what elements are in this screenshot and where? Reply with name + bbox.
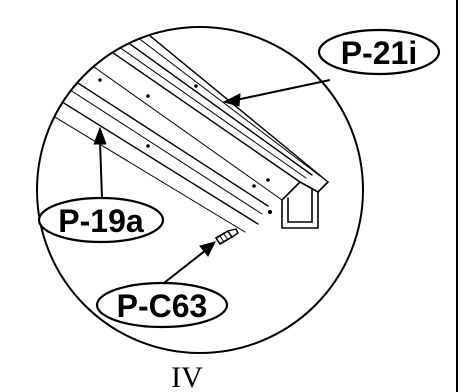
callout-p19a-label: P-19a [58, 203, 144, 239]
screw-pc63 [214, 228, 239, 246]
step-label: IV [171, 361, 203, 392]
leader-p21i [222, 79, 331, 107]
callout-p21i: P-21i [317, 28, 441, 76]
callout-pc63-label: P-C63 [117, 288, 208, 324]
callout-p21i-label: P-21i [341, 35, 417, 71]
channel-end-profile [267, 181, 329, 229]
leader-p19a [93, 126, 107, 199]
callout-p19a: P-19a [37, 196, 165, 244]
callout-pc63: P-C63 [95, 281, 229, 329]
